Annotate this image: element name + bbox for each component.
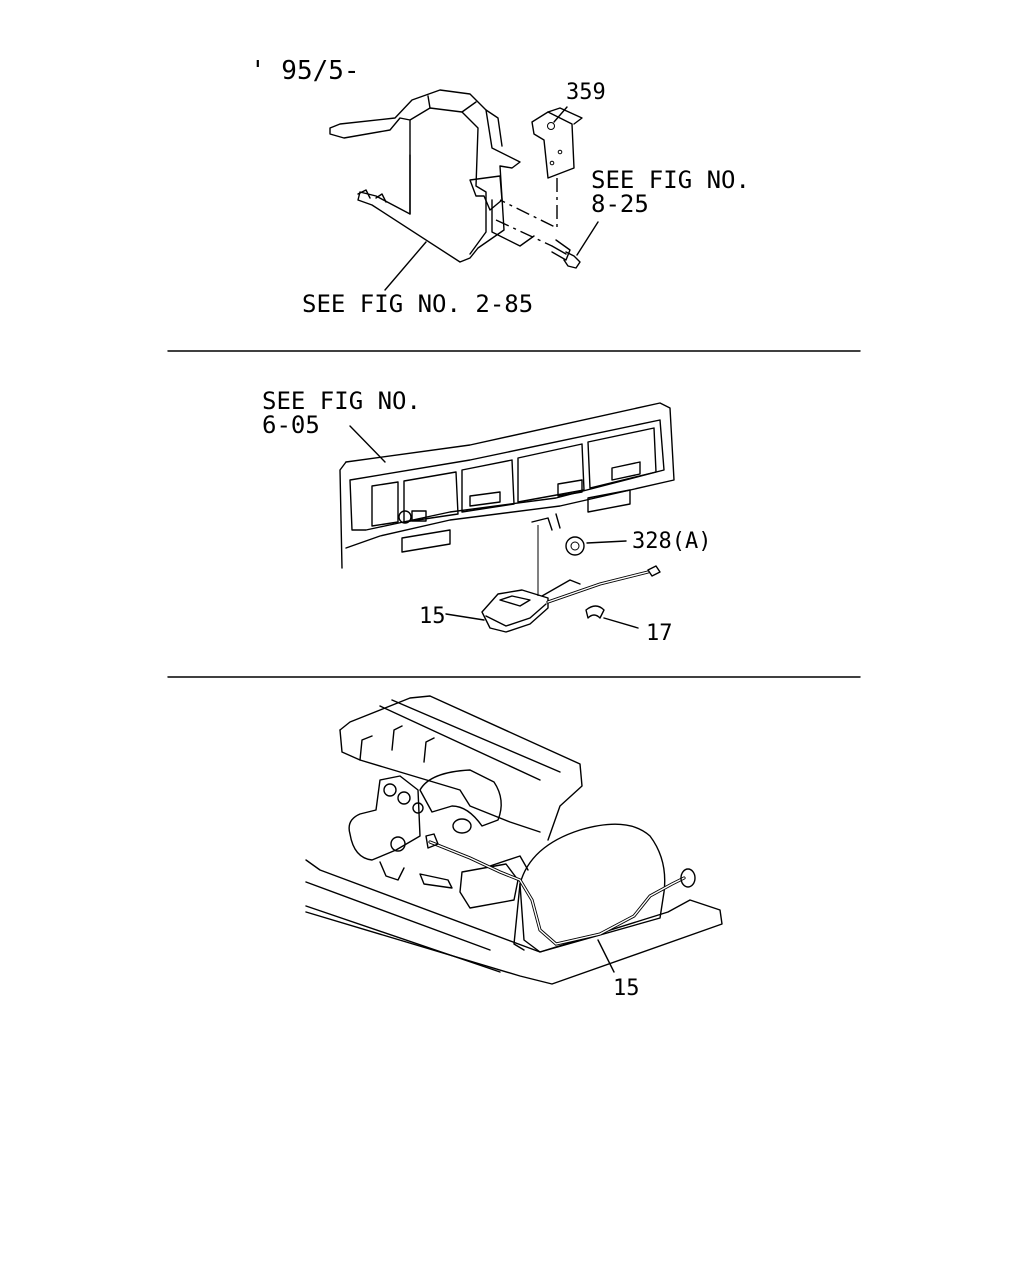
see-fig-605-label-line1: SEE FIG NO. [262,387,421,415]
part-359-label: 359 [566,80,606,105]
dashboard-knob-tab [411,510,427,522]
part-15-engine-leader [597,939,615,973]
bracket-slot [469,175,503,211]
dashboard-inner-frame [349,419,665,531]
part-15-label-dash: 15 [419,604,446,629]
rocker-cover-ribs [359,725,435,763]
bracket-clips [357,189,387,203]
part-15-sensor-housing [481,589,549,633]
part-15-housing-top [499,595,531,607]
dashboard-gauge-center-left [461,459,515,513]
pump-outlet [379,861,405,881]
dashboard-panel [345,402,675,549]
dashboard-switch-block [401,529,451,553]
part-17-clip [585,605,605,619]
part-17-leader [603,617,639,629]
dashboard-left-panel [371,481,399,527]
part-328a-leader [586,540,627,544]
pump-filter [390,836,406,852]
bolt [551,239,571,261]
bracket-front-face [409,107,487,255]
part-15-engine-connector [425,833,439,849]
intake-pipe [419,769,502,827]
part-328a-nut [565,536,585,556]
pump-fitting-3 [412,802,424,814]
see-fig-825-leader [576,221,599,256]
engine-mount-platform [305,859,723,985]
part-359-hole-top [547,122,555,130]
pump-bolt [419,873,453,889]
part-359-plate-edge [547,107,583,125]
part-15-cable-end [647,565,661,577]
dashboard-left-edge [339,461,347,569]
part-15-cable-branch [541,579,581,597]
dashboard-gauge-right [587,427,657,489]
alignment-dash-359 [499,178,558,230]
pump-fitting-2 [397,791,411,805]
see-fig-825-label-line1: SEE FIG NO. [591,166,750,194]
bracket-tab [491,199,535,247]
engine-block-top [339,695,583,841]
intake-flange [452,818,472,834]
part-15-housing-edge [485,603,547,627]
part-359-hole-low [549,160,555,166]
see-fig-605-leader [349,425,386,463]
starter-bracket [489,855,529,871]
see-fig-825-label-line2: 8-25 [591,190,649,218]
dashboard-gauge-center [517,443,585,503]
bracket-housing [329,89,521,263]
see-fig-285-leader [384,241,427,291]
starter-motor [459,863,519,909]
dashboard-assembly-drawing: SEE FIG NO. 6-05 328(A) 15 [262,387,711,646]
dashboard-gauge-left [403,471,459,523]
engine-assembly-drawing: 15 [305,695,723,1001]
dashboard-knob [398,510,412,524]
bracket-assembly-drawing: ' 95/5- 359 SEE FIG NO. 8-25 SEE FIG NO.… [250,56,750,318]
flywheel-housing [519,823,666,953]
bolt-head [563,251,581,269]
part-15-cable-core [547,571,649,603]
see-fig-285-label: SEE FIG NO. 2-85 [302,290,533,318]
engine-block-side [339,729,541,833]
platform-frame-lines [305,881,501,973]
part-359-hole-mid [557,149,563,155]
injection-pump [348,775,421,861]
part-15-engine-cable-core [429,841,685,945]
alignment-dash-bolt [495,219,553,247]
part-17-label: 17 [646,621,673,646]
dashboard-gauge-details [469,461,641,507]
part-359-leader [553,106,568,123]
dashboard-bracket-tabs [531,513,561,531]
see-fig-605-label-line2: 6-05 [262,411,320,439]
rocker-cover-lines [379,699,561,781]
part-328a-nut-hole [570,541,580,551]
pump-fitting-1 [383,783,397,797]
part-15-leader [445,613,485,621]
bracket-top-edge [427,95,503,147]
part-328a-label: 328(A) [632,529,711,554]
date-code-label: ' 95/5- [250,56,360,86]
part-359-plate [531,111,575,179]
flywheel-housing-edge [513,883,525,951]
part-15-label-engine: 15 [613,976,640,1001]
part-15-engine-sensor [680,868,696,888]
dashboard-switch-right [587,489,631,513]
